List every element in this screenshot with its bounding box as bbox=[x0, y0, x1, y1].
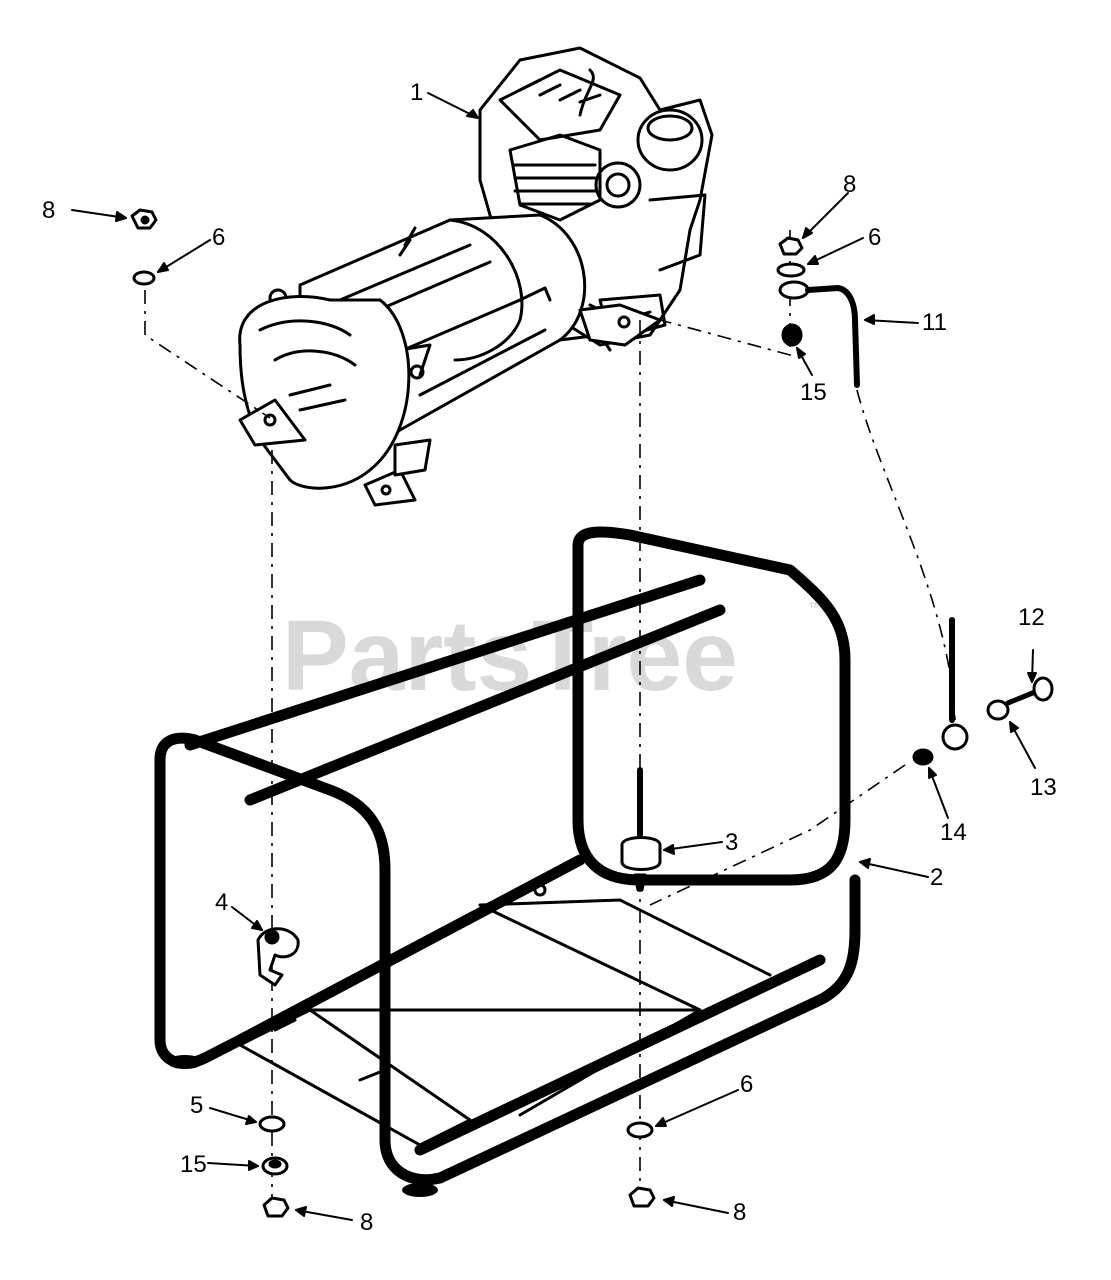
frame[interactable] bbox=[154, 526, 861, 1197]
callout-15-top: 15 bbox=[800, 379, 827, 406]
callout-labels: 1 2 3 4 5 6 6 6 8 8 8 8 11 12 13 14 15 1… bbox=[42, 79, 1057, 1236]
engine-generator-assembly[interactable] bbox=[238, 46, 714, 507]
callout-8-top-left: 8 bbox=[42, 197, 55, 224]
callout-1: 1 bbox=[410, 79, 423, 106]
ring-terminal-top bbox=[778, 280, 810, 300]
nut-14 bbox=[912, 748, 934, 766]
callout-6-top-left: 6 bbox=[212, 224, 225, 251]
washer-5 bbox=[258, 1115, 286, 1133]
callout-6-top-right: 6 bbox=[868, 224, 881, 251]
washer-top-left bbox=[132, 270, 156, 286]
callout-11: 11 bbox=[922, 309, 947, 336]
ground-wire bbox=[805, 285, 860, 388]
callout-4: 4 bbox=[215, 889, 228, 916]
callout-12: 12 bbox=[1018, 604, 1045, 631]
ring-terminal-bottom bbox=[941, 723, 969, 751]
washer-top-right bbox=[776, 262, 806, 278]
nut-bottom-right bbox=[628, 1186, 656, 1208]
callout-14: 14 bbox=[940, 819, 967, 846]
leader-lines bbox=[71, 92, 1037, 1221]
callout-5: 5 bbox=[190, 1092, 203, 1119]
nut-bottom-left bbox=[262, 1196, 290, 1218]
nut-top-right bbox=[778, 236, 804, 256]
spacer-top-right bbox=[781, 323, 803, 347]
callout-8-top-right: 8 bbox=[843, 171, 856, 198]
callout-3: 3 bbox=[725, 829, 738, 856]
washer-13 bbox=[986, 699, 1010, 721]
callout-6-bottom: 6 bbox=[740, 1071, 753, 1098]
callout-15-bottom: 15 bbox=[180, 1151, 207, 1178]
callout-13: 13 bbox=[1030, 774, 1057, 801]
callout-8-bottom-left: 8 bbox=[360, 1209, 373, 1236]
washer-6-bottom bbox=[626, 1121, 654, 1139]
callout-8-bottom-right: 8 bbox=[733, 1199, 746, 1226]
callout-2: 2 bbox=[930, 864, 943, 891]
